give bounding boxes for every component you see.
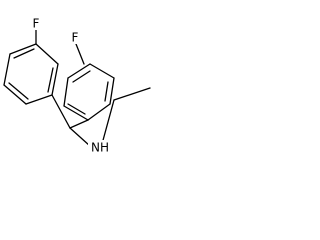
double-bond-inner	[104, 81, 109, 102]
bond-methyl	[113, 87, 151, 101]
bond-ring-to-bridgehead	[51, 94, 71, 129]
chemical-structure: F F NH	[3, 16, 151, 155]
bond	[109, 77, 115, 105]
bond	[3, 53, 11, 86]
bond-n-to-quaternary-c	[101, 99, 115, 145]
double-bond-inner	[72, 70, 91, 83]
double-bond-inner	[67, 103, 86, 115]
bond	[25, 94, 53, 105]
left-aromatic-ring	[3, 43, 59, 105]
double-bond-inner	[47, 67, 54, 93]
bond-bridgehead-to-n	[69, 127, 91, 147]
bond	[63, 105, 89, 121]
bond-c-f-right	[75, 43, 85, 65]
bond	[35, 43, 59, 65]
bond	[63, 77, 69, 107]
bond	[67, 63, 91, 79]
amine-label: NH	[91, 141, 109, 155]
double-bond-inner	[8, 82, 29, 100]
fluorine-label-left: F	[33, 17, 40, 31]
right-aromatic-ring	[63, 63, 115, 121]
fluorine-label-right: F	[72, 31, 79, 45]
double-bond-inner	[13, 48, 35, 59]
bond	[3, 84, 27, 105]
bond	[9, 43, 37, 55]
bond	[89, 63, 115, 79]
bond	[51, 63, 59, 96]
bond-bridge	[69, 119, 89, 129]
bond	[87, 103, 111, 121]
